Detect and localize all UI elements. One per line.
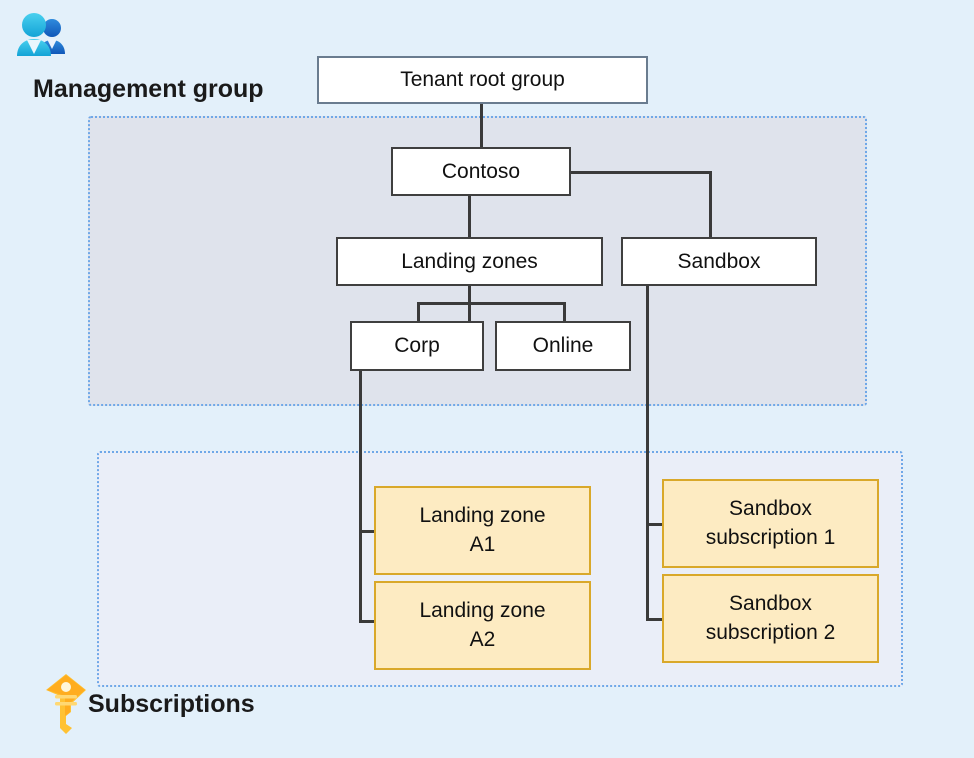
node-online[interactable]: Online [495, 321, 631, 371]
management-group-label: Management group [33, 75, 264, 103]
connector-corp-to-lz-a1 [359, 530, 377, 533]
connector-corp-trunk [359, 370, 362, 623]
subscriptions-label: Subscriptions [88, 690, 255, 718]
connector-sandbox-trunk [646, 285, 649, 620]
node-sandbox[interactable]: Sandbox [621, 237, 817, 286]
connector-tenant-to-contoso [480, 103, 483, 149]
key-icon [40, 672, 92, 738]
connector-contoso-to-sandbox [709, 171, 712, 239]
connector-corp-to-lz-a2 [359, 620, 377, 623]
subscription-landing-zone-a2[interactable]: Landing zone A2 [374, 581, 591, 670]
connector-bus-to-corp [417, 302, 420, 323]
connector-sandbox-to-sub1 [646, 523, 665, 526]
connector-sandbox-to-sub2 [646, 618, 665, 621]
connector-bus-to-online [563, 302, 566, 323]
node-contoso[interactable]: Contoso [391, 147, 571, 196]
node-landing-zones[interactable]: Landing zones [336, 237, 603, 286]
connector-contoso-to-landingzones [468, 195, 471, 239]
connector-landingzones-bus [417, 302, 566, 305]
connector-contoso-right [569, 171, 712, 174]
subscription-sandbox-1[interactable]: Sandbox subscription 1 [662, 479, 879, 568]
subscription-landing-zone-a1[interactable]: Landing zone A1 [374, 486, 591, 575]
node-corp[interactable]: Corp [350, 321, 484, 371]
node-tenant-root-group[interactable]: Tenant root group [317, 56, 648, 104]
people-icon [14, 8, 70, 60]
subscription-sandbox-2[interactable]: Sandbox subscription 2 [662, 574, 879, 663]
